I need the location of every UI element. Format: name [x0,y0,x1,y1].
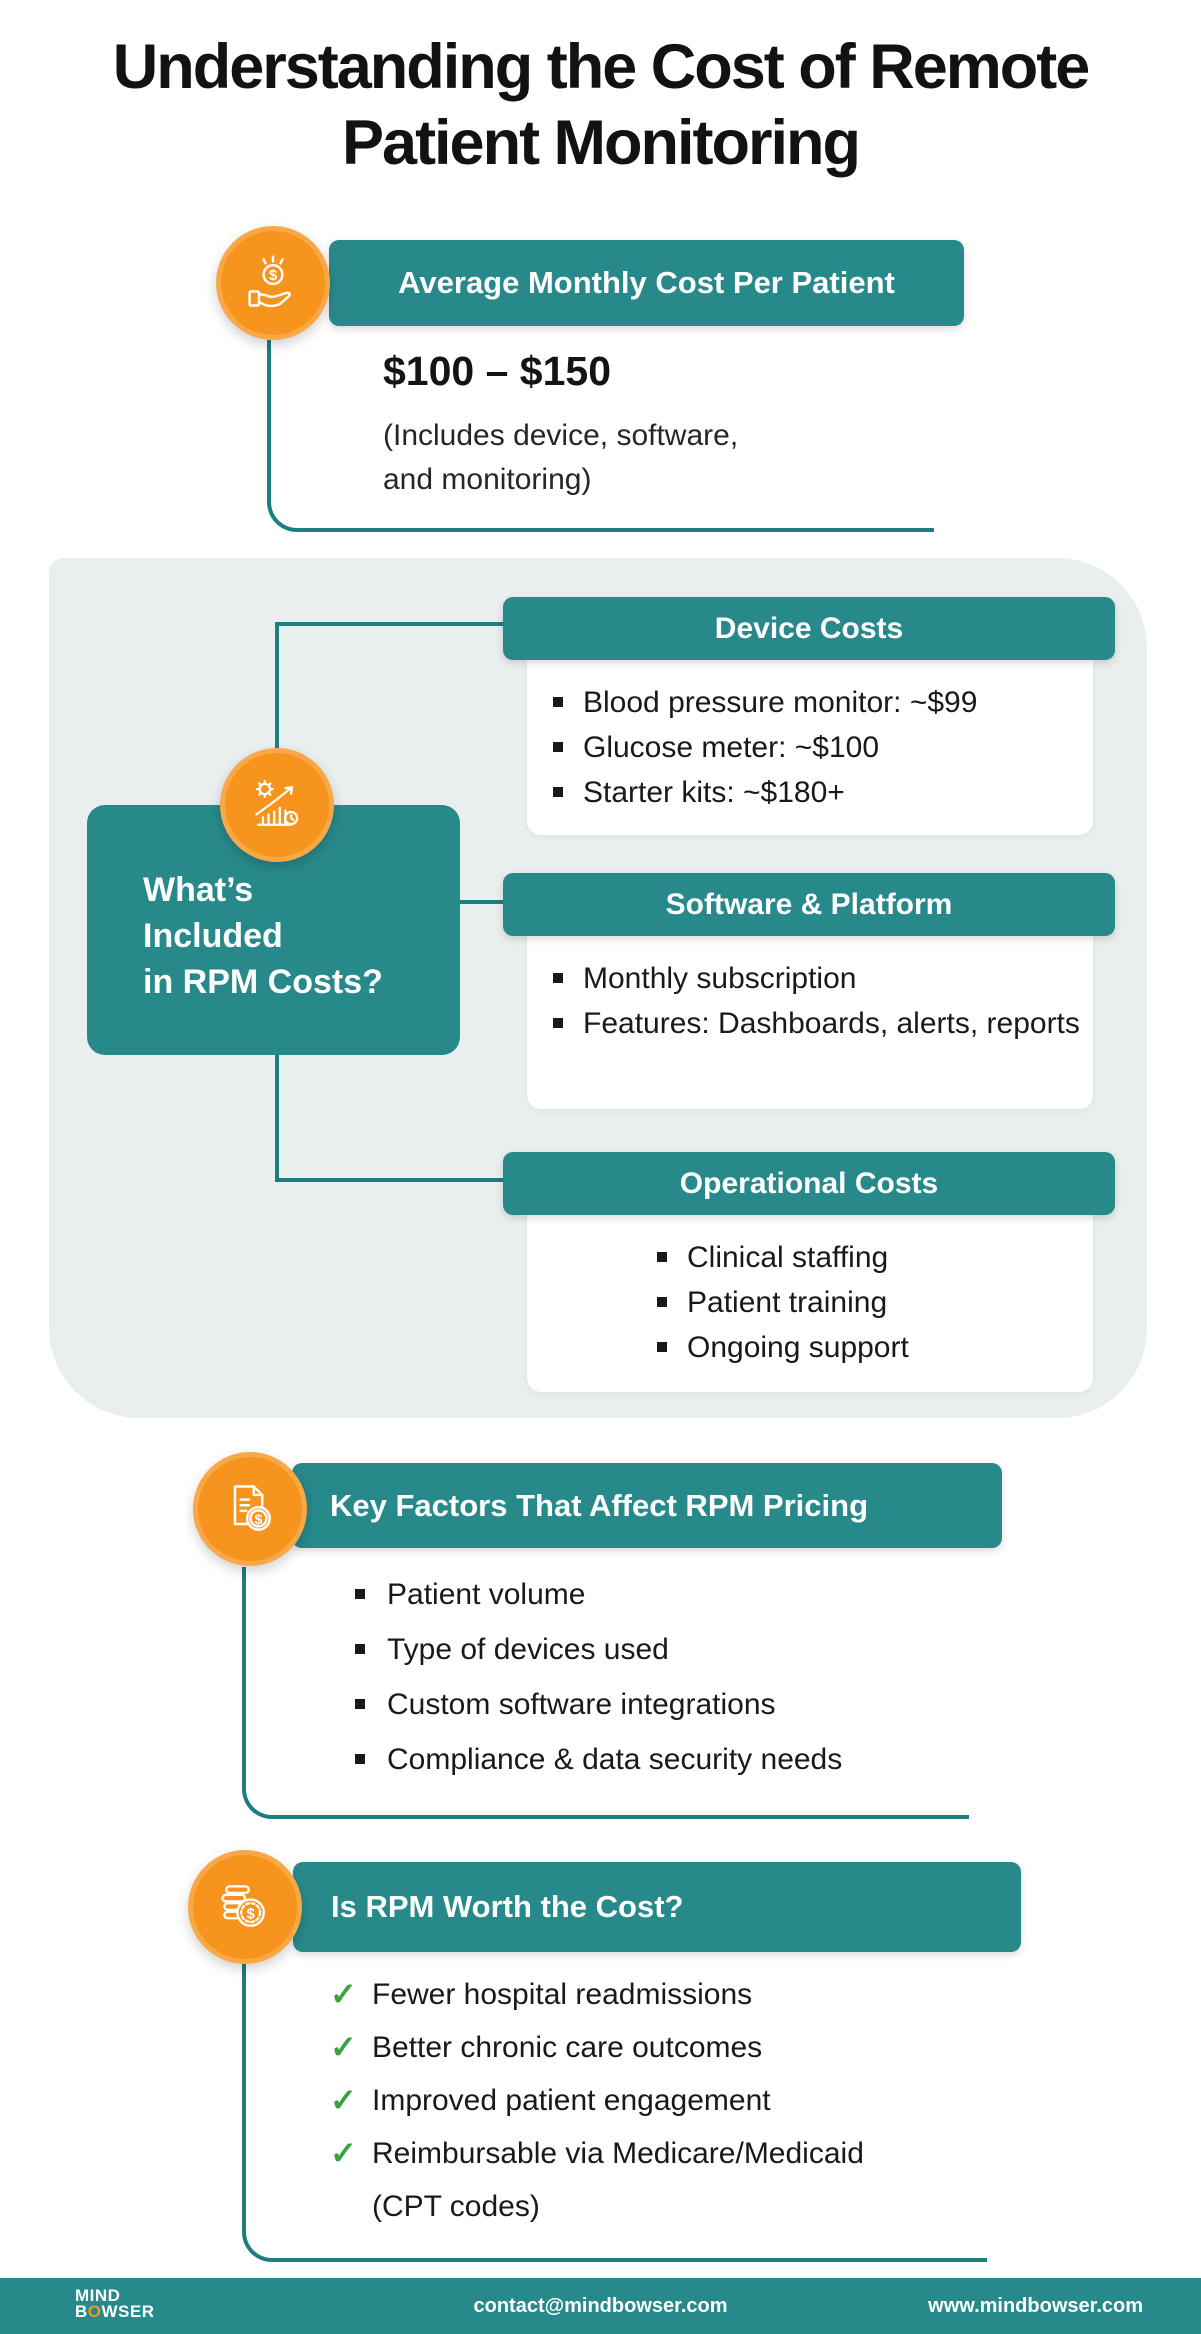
list-item: Patient training [657,1280,1093,1325]
operational-costs-banner: Operational Costs [503,1152,1115,1215]
document-dollar-icon: $ [220,1479,280,1539]
connector-top-horizontal [275,622,505,626]
software-platform-banner: Software & Platform [503,873,1115,936]
list-item: Monthly subscription [553,956,1093,1001]
page-title-line1: Understanding the Cost of Remote [112,32,1091,102]
included-question-line1: What’s [143,871,254,909]
bullet-icon [355,1699,365,1709]
connector-bottom-horizontal [275,1178,505,1182]
svg-text:$: $ [269,267,278,284]
worth-banner-label: Is RPM Worth the Cost? [331,1889,684,1924]
bullet-icon [553,742,563,752]
bullet-icon [553,787,563,797]
list-item: Blood pressure monitor: ~$99 [553,680,1093,725]
avg-cost-icon-circle: $ [216,226,330,340]
operational-costs-list: Clinical staffing Patient training Ongoi… [527,1215,1093,1370]
device-costs-list: Blood pressure monitor: ~$99 Glucose met… [527,660,1093,815]
key-factors-icon-circle: $ [193,1452,307,1566]
list-item: Ongoing support [657,1325,1093,1370]
avg-cost-note: (Includes device, software, and monitori… [383,414,738,501]
software-platform-list: Monthly subscription Features: Dashboard… [527,936,1093,1046]
avg-cost-note-line1: (Includes device, software, [383,419,739,452]
avg-cost-note-line2: and monitoring) [383,462,592,496]
device-costs-banner: Device Costs [503,597,1115,660]
bullet-icon [355,1589,365,1599]
svg-text:$: $ [255,1511,263,1527]
logo-line1: MIND [75,2286,121,2305]
footer-website[interactable]: www.mindbowser.com [928,2294,1143,2317]
mindbowser-logo: MIND BOWSER [75,2286,155,2321]
coins-icon: $ [215,1877,275,1937]
logo-o-icon: O [87,2302,102,2321]
device-costs-card: Blood pressure monitor: ~$99 Glucose met… [527,660,1093,835]
list-item: Features: Dashboards, alerts, reports [553,1001,1093,1046]
included-icon-circle [220,748,334,862]
worth-banner: Is RPM Worth the Cost? [293,1862,1021,1952]
bullet-icon [355,1644,365,1654]
list-item: Type of devices used [355,1622,842,1677]
bullet-icon [657,1297,667,1307]
avg-cost-banner: Average Monthly Cost Per Patient [329,240,964,326]
worth-checklist: Fewer hospital readmissions Better chron… [330,1968,932,2233]
avg-cost-outline [267,340,934,532]
key-factors-banner: Key Factors That Affect RPM Pricing [292,1463,1002,1548]
list-item: Fewer hospital readmissions [330,1968,932,2021]
logo-line2: BOWSER [75,2302,155,2321]
list-item: Compliance & data security needs [355,1732,842,1787]
bullet-icon [553,1018,563,1028]
included-question-line2: Included [143,917,283,956]
page-title: Understanding the Cost of Remote Patient… [0,30,1201,181]
list-item: Better chronic care outcomes [330,2021,932,2074]
software-platform-card: Monthly subscription Features: Dashboard… [527,936,1093,1109]
key-factors-list: Patient volume Type of devices used Cust… [355,1567,842,1787]
avg-cost-banner-label: Average Monthly Cost Per Patient [398,265,895,300]
connector-middle-horizontal [460,900,505,904]
svg-text:$: $ [246,1905,255,1922]
worth-outline [242,1963,987,2262]
operational-costs-banner-label: Operational Costs [679,1166,939,1200]
hand-coin-icon: $ [243,253,303,313]
footer-bar: MIND BOWSER contact@mindbowser.com www.m… [0,2278,1201,2334]
included-question-line3: in RPM Costs? [143,963,383,1002]
list-item: Starter kits: ~$180+ [553,770,1093,815]
list-item: Reimbursable via Medicare/Medicaid (CPT … [330,2127,932,2233]
bullet-icon [657,1252,667,1262]
device-costs-banner-label: Device Costs [714,611,904,645]
avg-cost-price: $100 – $150 [383,348,612,394]
key-factors-banner-label: Key Factors That Affect RPM Pricing [330,1487,869,1523]
bullet-icon [553,697,563,707]
worth-icon-circle: $ [188,1850,302,1964]
key-factors-outline [242,1567,969,1819]
bullet-icon [657,1342,667,1352]
gear-growth-icon [247,775,307,835]
operational-costs-card: Clinical staffing Patient training Ongoi… [527,1215,1093,1392]
connector-bottom-vertical [275,1055,279,1182]
bullet-icon [355,1754,365,1764]
connector-top-vertical [275,622,279,748]
page-title-line2: Patient Monitoring [342,107,861,178]
list-item: Improved patient engagement [330,2074,932,2127]
footer-email[interactable]: contact@mindbowser.com [473,2294,728,2317]
list-item: Custom software integrations [355,1677,842,1732]
bullet-icon [553,973,563,983]
list-item: Clinical staffing [657,1235,1093,1280]
software-platform-banner-label: Software & Platform [665,887,953,921]
list-item: Glucose meter: ~$100 [553,725,1093,770]
list-item: Patient volume [355,1567,842,1622]
